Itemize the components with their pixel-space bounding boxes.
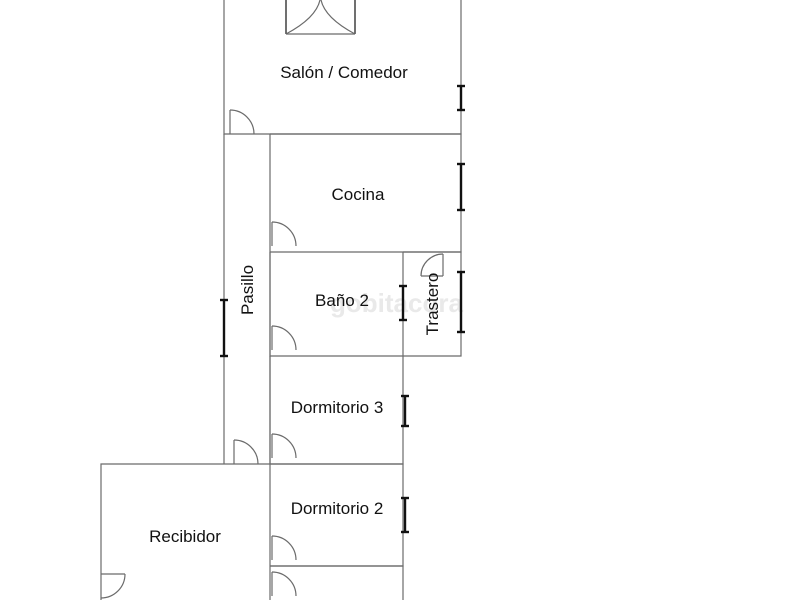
window-icon bbox=[457, 84, 465, 112]
room-label-cocina: Cocina bbox=[332, 185, 385, 204]
door-icon bbox=[271, 571, 297, 597]
window-icon bbox=[401, 496, 409, 534]
room-labels: Salón / Comedor Cocina Pasillo Baño 2 Tr… bbox=[149, 63, 442, 546]
room-label-dormitorio2: Dormitorio 2 bbox=[291, 499, 384, 518]
door-icon bbox=[100, 573, 126, 599]
wall-recibidor bbox=[100, 463, 270, 600]
windows bbox=[220, 84, 465, 534]
door-icon bbox=[271, 221, 297, 247]
window-icon bbox=[220, 298, 228, 358]
wall-pasillo bbox=[223, 134, 271, 600]
window-icon bbox=[399, 284, 407, 322]
doors bbox=[100, 0, 444, 599]
door-icon bbox=[271, 433, 297, 459]
window-icon bbox=[457, 270, 465, 334]
room-label-bano2: Baño 2 bbox=[315, 291, 369, 310]
window-icon bbox=[401, 394, 409, 428]
door-icon bbox=[229, 109, 255, 135]
window-icon bbox=[457, 162, 465, 212]
door-icon bbox=[271, 325, 297, 351]
room-label-pasillo: Pasillo bbox=[238, 265, 257, 315]
room-label-trastero: Trastero bbox=[423, 273, 442, 336]
room-label-dormitorio3: Dormitorio 3 bbox=[291, 398, 384, 417]
room-label-salon: Salón / Comedor bbox=[280, 63, 408, 82]
door-icon bbox=[271, 535, 297, 561]
door-icon bbox=[420, 253, 444, 277]
watermark: gobitacora bbox=[330, 288, 463, 318]
double-door-icon bbox=[285, 0, 356, 35]
room-label-recibidor: Recibidor bbox=[149, 527, 221, 546]
door-icon bbox=[233, 439, 259, 465]
wall-lower-room bbox=[270, 565, 404, 600]
